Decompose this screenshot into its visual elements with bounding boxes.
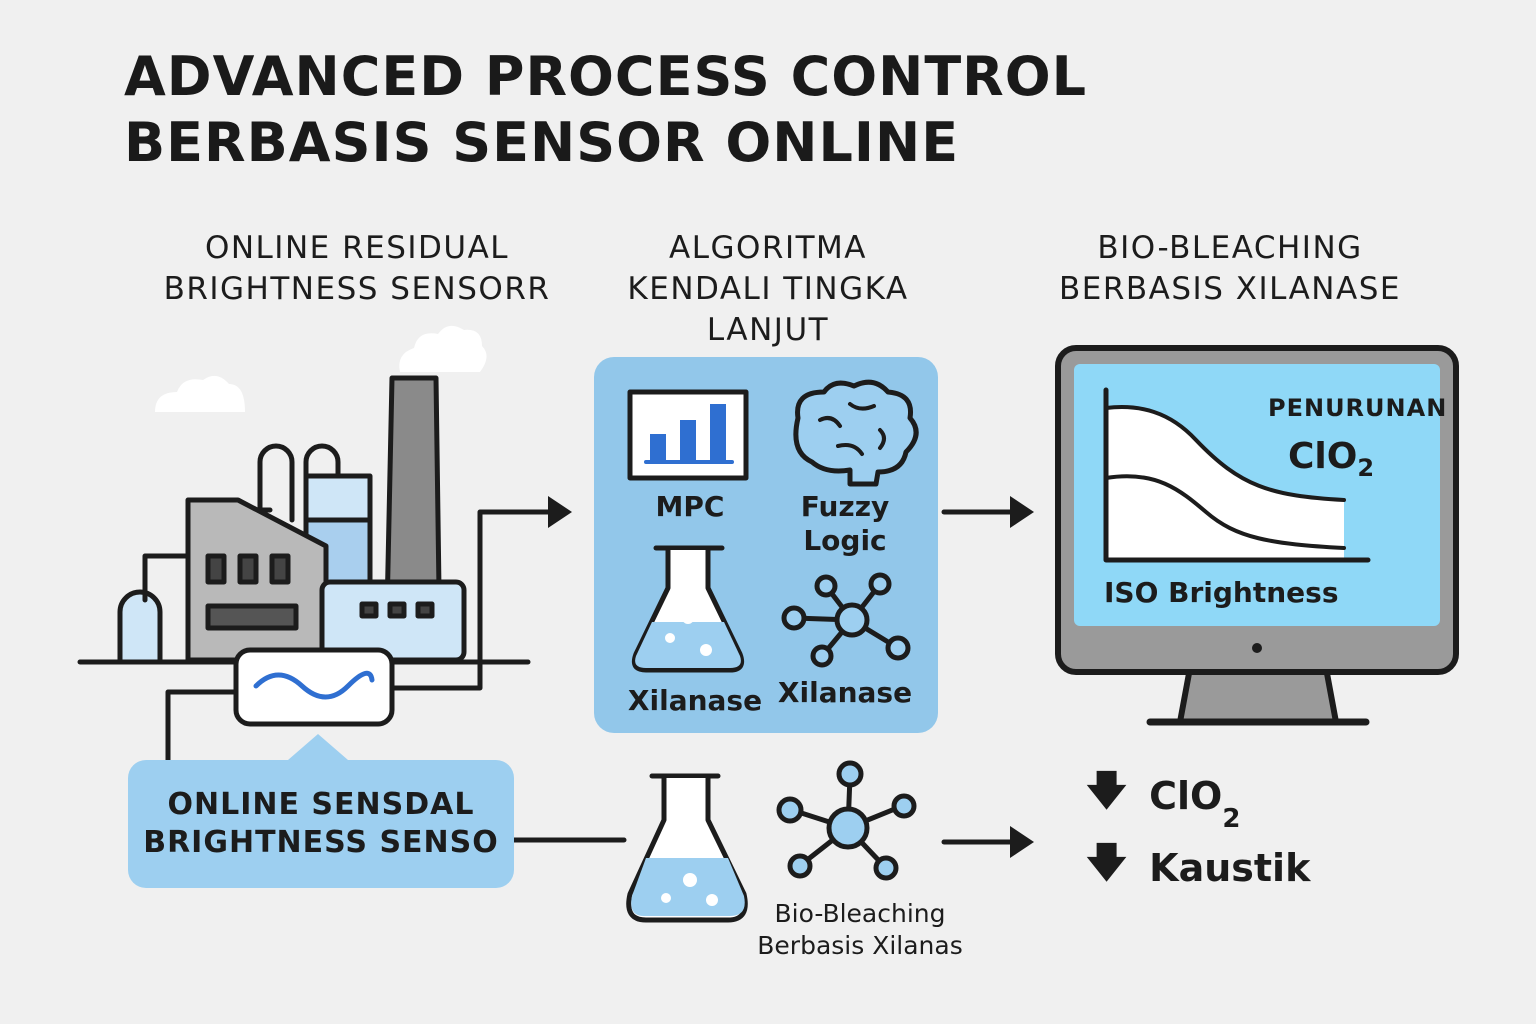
label-xilanase-2: Xilanase (777, 676, 913, 709)
monitor-label-iso-brightness: ISO Brightness (1104, 576, 1339, 609)
bottom-flask-icon (626, 773, 748, 923)
title-line-1: ADVANCED PROCESS CONTROL (124, 45, 1088, 108)
monitor-label-chemical: ClO2 (1288, 436, 1375, 483)
monitor-label-top: PENURUNAN (1268, 394, 1448, 422)
heading-online-sensor: ONLINE RESIDUAL BRIGHTNESS SENSORR (163, 230, 551, 307)
flask-icon (631, 545, 745, 673)
label-xilanase-1: Xilanase (627, 684, 763, 717)
mpc-chart-icon (627, 389, 749, 481)
label-mpc: MPC (655, 490, 725, 523)
label-fuzzy-logic: Fuzzy Logic (800, 490, 890, 557)
heading-algorithm: ALGORITMA KENDALI TINGKA LANJUT (627, 230, 909, 348)
title-line-2: BERBASIS SENSOR ONLINE (124, 111, 960, 174)
arrow-down-icon: 🡇 (1086, 840, 1128, 886)
network-icon (781, 572, 911, 668)
arrow-down-icon: 🡇 (1086, 768, 1128, 814)
sensor-callout: ONLINE SENSDAL BRIGHTNESS SENSO (128, 760, 514, 888)
bottom-network-icon (776, 760, 917, 881)
heading-bio-bleaching: BIO-BLEACHING BERBASIS XILANASE (1059, 230, 1401, 307)
brain-icon (793, 379, 919, 487)
page-title: ADVANCED PROCESS CONTROL BERBASIS SENSOR… (124, 44, 1087, 176)
bio-bleaching-caption: Bio-Bleaching Berbasis Xilanas (757, 899, 963, 960)
effect-kaustik: 🡇 Kaustik (1086, 834, 1310, 902)
